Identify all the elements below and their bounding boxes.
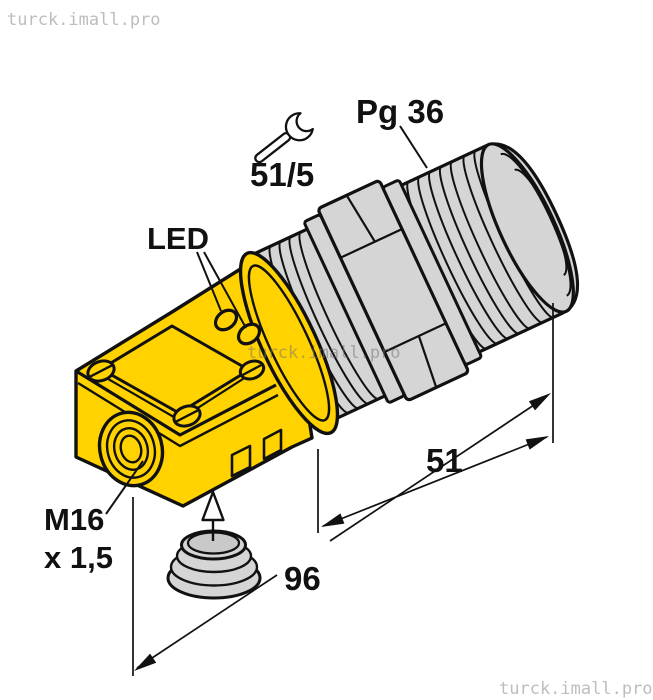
hex-nut-facets — [340, 194, 447, 388]
housing-face-tab-2 — [262, 428, 283, 461]
label-cable-entry-line2: x 1,5 — [44, 540, 113, 575]
housing-top-front-edges — [75, 369, 277, 437]
dimension-51 — [317, 436, 549, 533]
watermark-bottom-right: turck.imall.pro — [499, 679, 653, 699]
dimension-96 — [132, 303, 554, 676]
led-indicator-1 — [213, 308, 239, 332]
threaded-barrel — [247, 142, 580, 426]
hex-nut-2 — [382, 179, 483, 366]
leader-lines — [105, 125, 428, 515]
led-leader-line-2 — [203, 251, 247, 329]
barrel-flange — [238, 250, 340, 436]
blanking-plug — [166, 529, 262, 600]
label-thread-size: Pg 36 — [356, 93, 444, 130]
corner-screw-1 — [86, 359, 116, 383]
corner-screw-2 — [172, 404, 202, 428]
label-cable-entry-line1: M16 — [44, 502, 104, 537]
dim-51-label: 51 — [426, 442, 463, 479]
watermark-top-left: turck.imall.pro — [7, 10, 161, 30]
pg36-leader-line — [399, 125, 428, 169]
corner-screw-3 — [238, 359, 266, 381]
led-indicator-2 — [236, 322, 262, 346]
housing-lid-edge — [77, 381, 279, 448]
cable-entry-hole — [97, 410, 165, 488]
wrench-icon — [254, 112, 314, 164]
label-wrench-size: 51/5 — [250, 156, 314, 193]
led-leader-line-1 — [196, 251, 222, 312]
barrel-end-thread-arcs — [500, 152, 572, 297]
housing-face-tab-1 — [230, 444, 252, 478]
label-led: LED — [147, 221, 209, 256]
up-arrow-icon — [201, 490, 225, 541]
m16-leader-line — [105, 460, 144, 515]
watermark-center: turck.imall.pro — [247, 343, 401, 363]
dim-96-label: 96 — [284, 560, 321, 597]
